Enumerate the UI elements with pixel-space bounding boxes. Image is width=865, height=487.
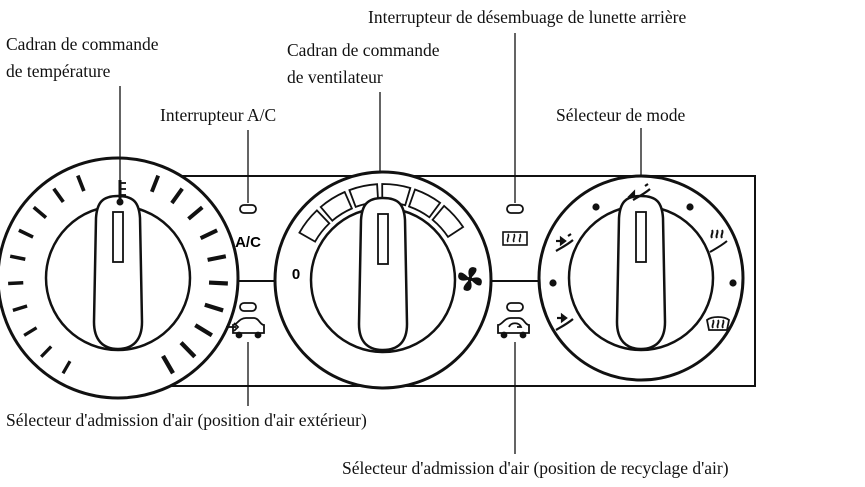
fresh-air-indicator-led [239, 302, 257, 312]
fan-off-label: 0 [292, 266, 300, 283]
recirculation-indicator-led [506, 302, 524, 312]
vent-feet-icon [555, 312, 574, 331]
thermometer-icon [116, 180, 126, 206]
fan-speed-segment [319, 190, 354, 222]
temperature-tick [52, 187, 65, 203]
mode-selector-dial[interactable] [537, 174, 745, 382]
temperature-tick [199, 228, 218, 241]
temperature-knob[interactable] [92, 194, 144, 351]
label-fan-dial-line2: de ventilateur [287, 67, 383, 87]
temperature-tick [204, 302, 224, 313]
mode-knob-indicator [635, 211, 647, 263]
mode-position-dot [686, 203, 694, 211]
label-mode-selector: Sélecteur de mode [556, 105, 686, 125]
temperature-tick [12, 304, 28, 313]
temperature-tick [23, 326, 38, 337]
rear-defrost-indicator-led [506, 204, 524, 214]
vent-face-icon [627, 183, 651, 201]
label-fan-dial-line1: Cadran de commande [287, 40, 440, 60]
mode-position-dot [592, 203, 600, 211]
temperature-dial[interactable] [0, 156, 240, 400]
temperature-tick [194, 323, 213, 338]
fan-speed-segment [431, 204, 465, 239]
rear-defrost-icon [502, 231, 528, 246]
temperature-tick [9, 254, 26, 261]
temperature-tick [8, 281, 24, 286]
fan-knob-indicator [377, 213, 389, 265]
fan-speed-segment [298, 209, 331, 243]
label-ac-switch: Interrupteur A/C [160, 105, 277, 125]
vent-feet-defrost-icon [709, 229, 728, 253]
fan-dial[interactable]: 0 [273, 170, 493, 390]
temperature-knob-indicator [112, 211, 124, 263]
temperature-tick [32, 205, 48, 219]
label-temperature-dial-line2: de température [6, 61, 111, 81]
fan-knob[interactable] [357, 196, 409, 352]
fan-icon [458, 267, 482, 291]
mode-position-dot [729, 279, 737, 287]
temperature-tick [170, 187, 184, 205]
label-rear-defrost: Interrupteur de désembuage de lunette ar… [368, 7, 687, 27]
windshield-defrost-icon [706, 316, 730, 331]
temperature-tick [161, 354, 175, 375]
ac-switch[interactable]: A/C [235, 204, 261, 251]
temperature-tick [207, 254, 227, 262]
temperature-tick [150, 174, 160, 193]
temperature-scale-ticks [8, 174, 228, 375]
label-intake-fresh-air: Sélecteur d'admission d'air (position d'… [6, 410, 367, 430]
vent-bilevel-icon [555, 233, 574, 252]
intake-fresh-air-switch[interactable] [226, 302, 265, 339]
intake-recirculation-switch[interactable] [497, 302, 530, 339]
temperature-tick [76, 174, 86, 192]
fan-speed-segment [407, 188, 442, 219]
rear-defrost-switch[interactable] [502, 204, 528, 246]
temperature-tick [40, 345, 53, 358]
car-fresh-air-icon [226, 317, 265, 339]
mode-position-dot [549, 279, 557, 287]
temperature-tick [208, 280, 228, 286]
label-intake-recirculation: Sélecteur d'admission d'air (position de… [342, 458, 729, 478]
temperature-tick [61, 360, 72, 375]
temperature-tick [187, 205, 204, 221]
temperature-tick [18, 228, 34, 239]
car-recirculation-icon [497, 317, 530, 339]
ac-switch-text: A/C [235, 234, 261, 251]
label-temperature-dial-line1: Cadran de commande [6, 34, 159, 54]
mode-position-dots [549, 203, 737, 287]
ac-indicator-led [239, 204, 257, 214]
temperature-tick [179, 341, 197, 359]
callout-lines [119, 33, 642, 454]
mode-knob[interactable] [615, 194, 667, 351]
